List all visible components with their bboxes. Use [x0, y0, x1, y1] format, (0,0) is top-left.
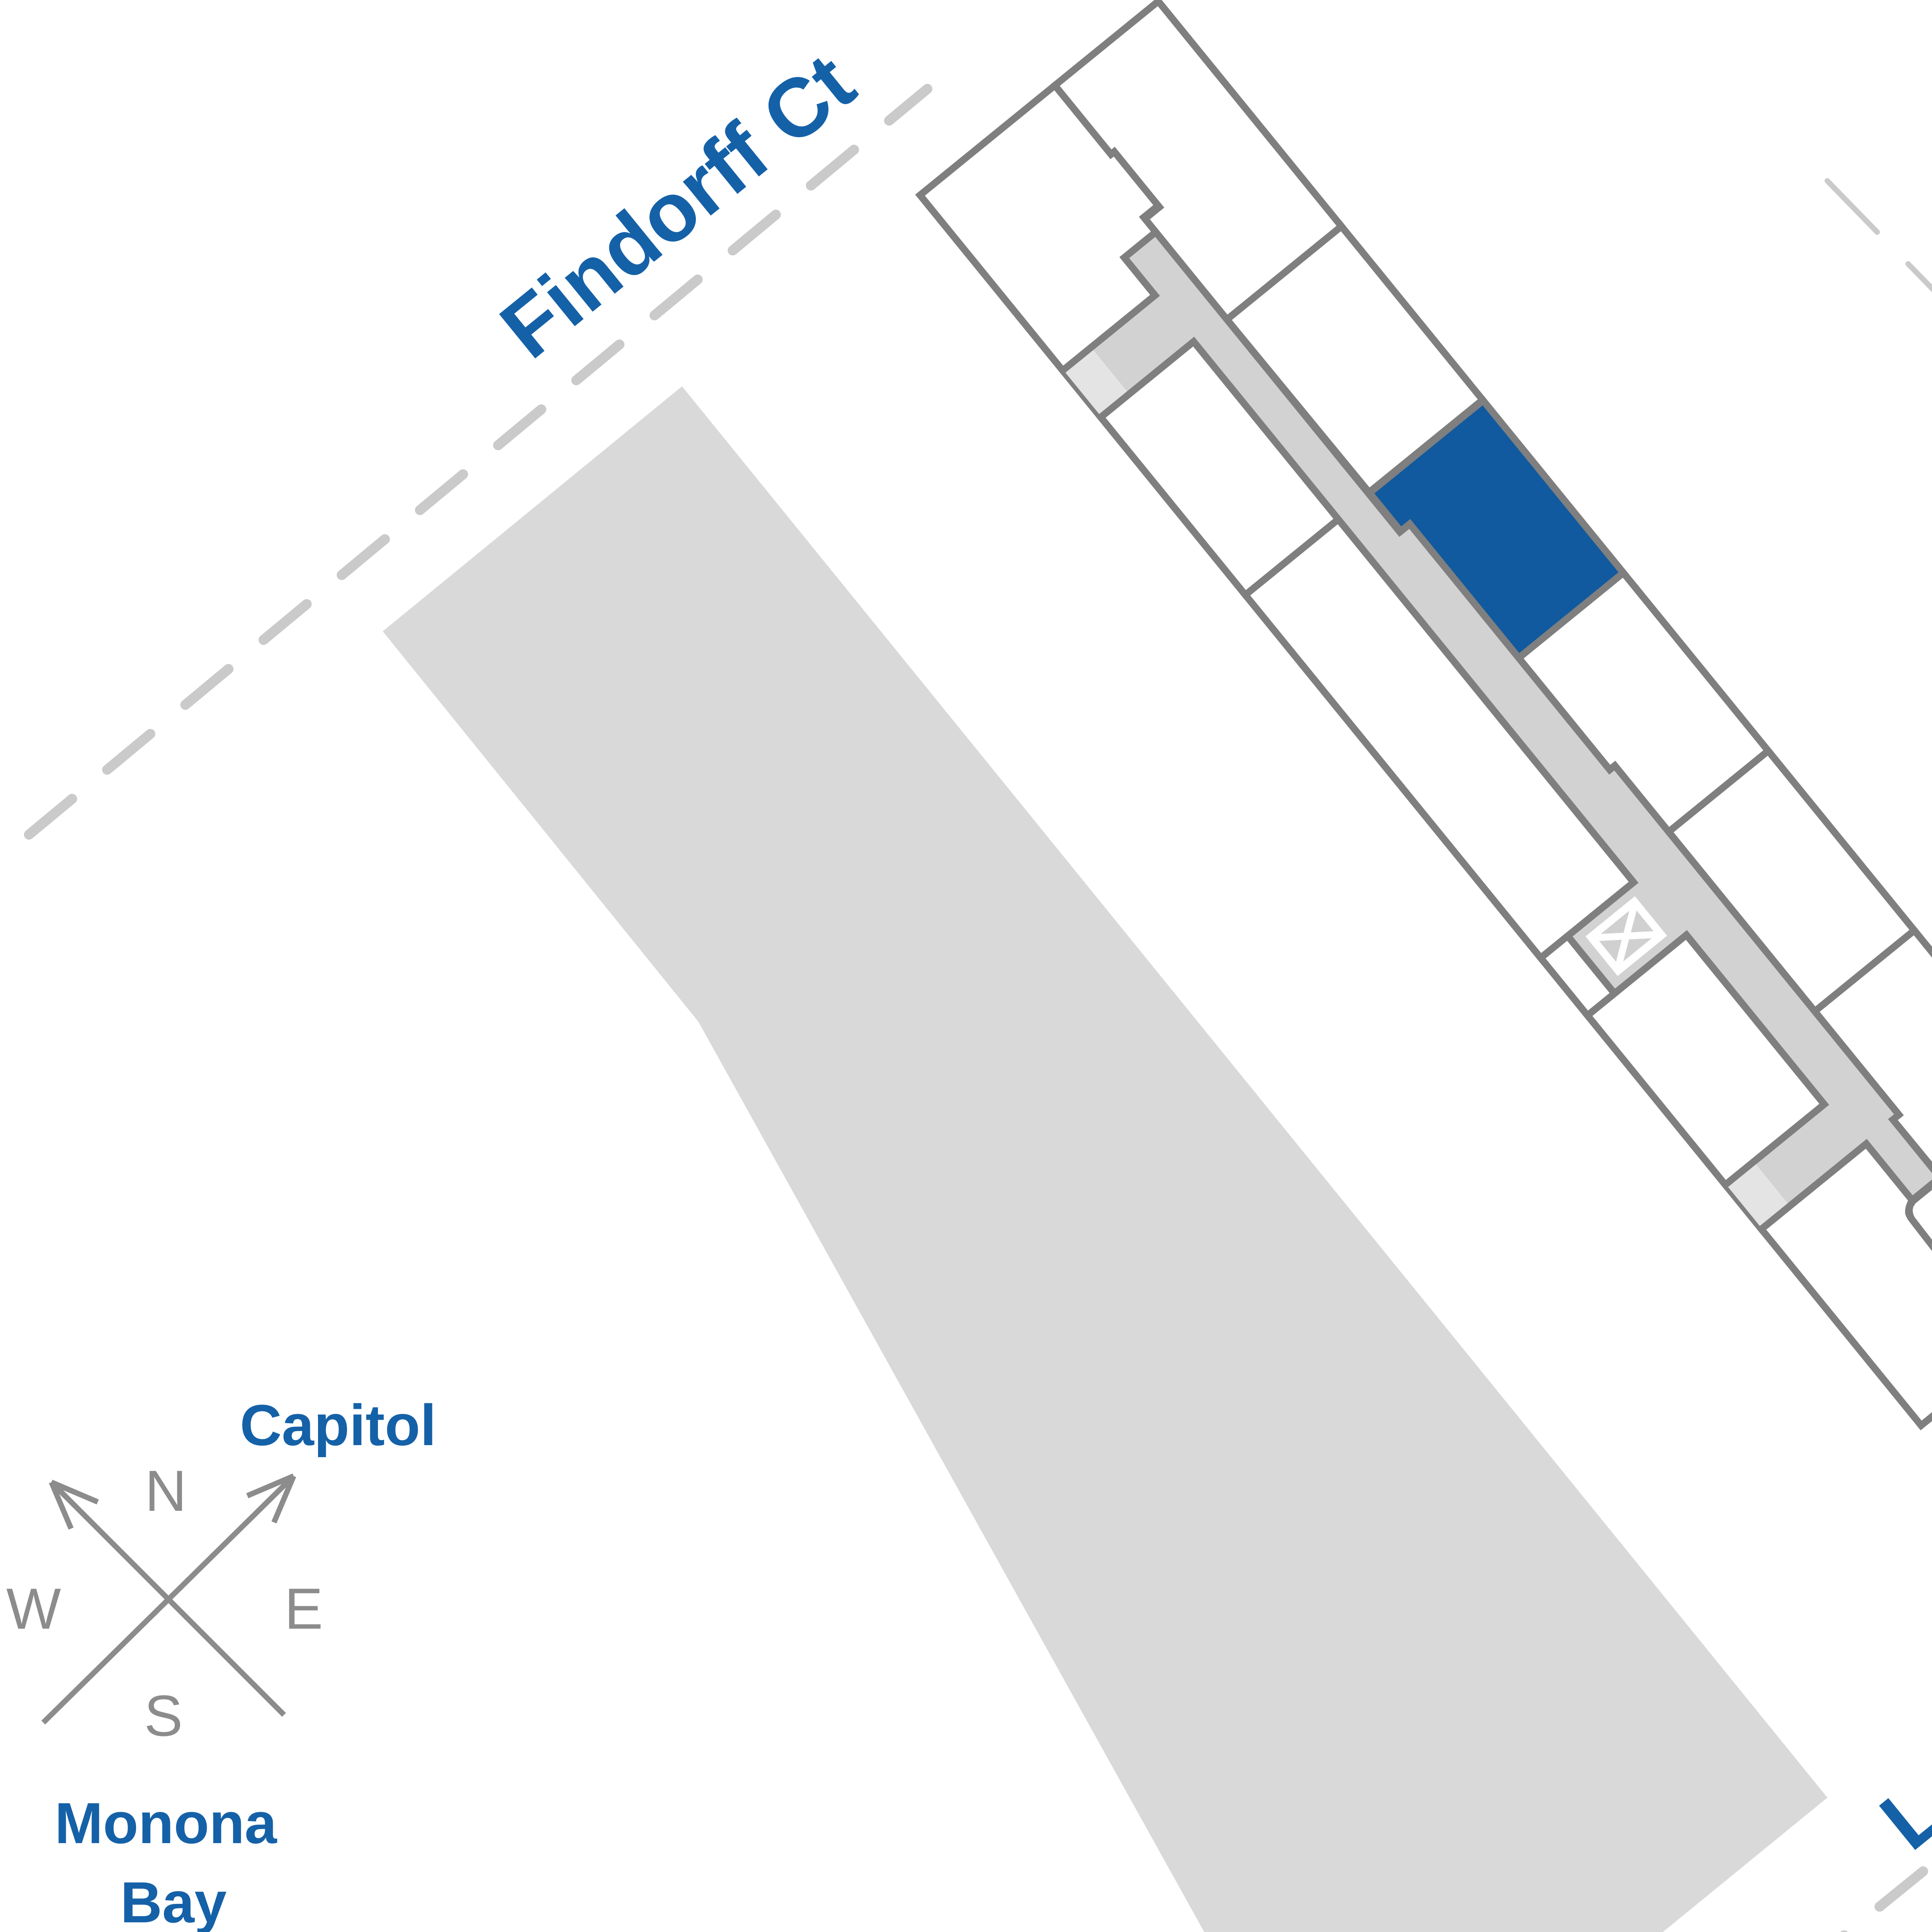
svg-text:E: E — [284, 1576, 323, 1641]
svg-text:Monona: Monona — [55, 1791, 277, 1855]
svg-text:S: S — [144, 1683, 183, 1748]
svg-text:Capitol: Capitol — [240, 1393, 436, 1458]
svg-text:Bay: Bay — [120, 1870, 226, 1932]
svg-text:N: N — [145, 1458, 187, 1523]
svg-text:W: W — [6, 1576, 61, 1641]
